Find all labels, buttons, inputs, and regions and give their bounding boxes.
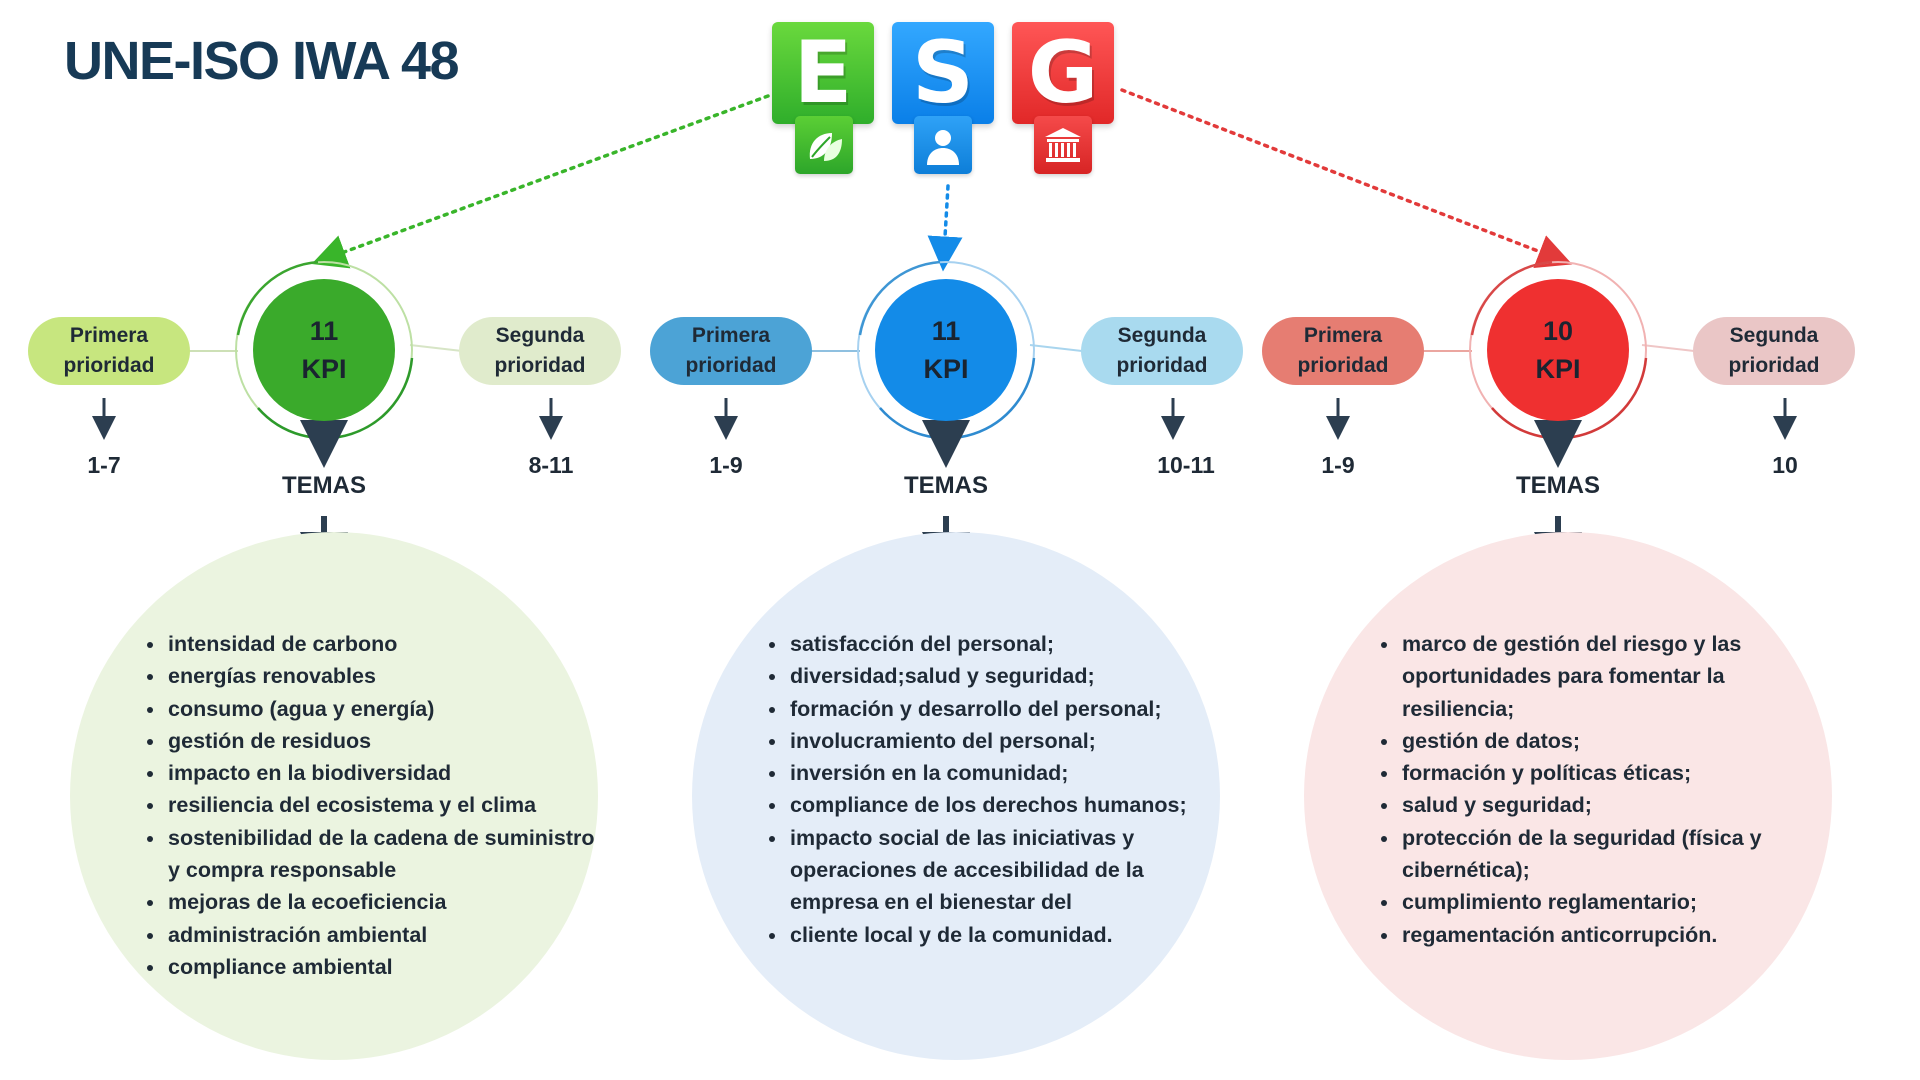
topic-list-environmental: intensidad de carbono energías renovable… — [140, 628, 606, 983]
topic-list-governance: marco de gestión del riesgo y las oportu… — [1374, 628, 1828, 951]
esg-letter-s: S — [892, 22, 994, 124]
second-priority-range-social: 10-11 — [1157, 452, 1215, 478]
first-priority-range-environmental: 1-7 — [87, 452, 121, 478]
topic-circle-governance — [1304, 532, 1832, 1060]
second-priority-pill-environmental: Segunda prioridad — [459, 317, 621, 385]
kpi-circle-environmental: 11 KPI — [253, 279, 395, 421]
topic-item: formación y políticas éticas; — [1400, 757, 1828, 789]
topic-item: administración ambiental — [166, 919, 606, 951]
topic-item: compliance de los derechos humanos; — [788, 789, 1236, 821]
topic-item: gestión de residuos — [166, 725, 606, 757]
government-building-icon — [1034, 116, 1092, 174]
topic-item: intensidad de carbono — [166, 628, 606, 660]
leaves-icon — [795, 116, 853, 174]
second-priority-range-environmental: 8-11 — [528, 452, 574, 478]
topic-item: impacto en la biodiversidad — [166, 757, 606, 789]
topic-item: inversión en la comunidad; — [788, 757, 1236, 789]
topic-item: cliente local y de la comunidad. — [788, 919, 1236, 951]
topic-item: involucramiento del personal; — [788, 725, 1236, 757]
dotted-arrow-governance — [1120, 88, 1573, 269]
topic-item: mejoras de la ecoeficiencia — [166, 886, 606, 918]
topic-item: gestión de datos; — [1400, 725, 1828, 757]
topic-item: resiliencia del ecosistema y el clima — [166, 789, 606, 821]
topic-item: formación y desarrollo del personal; — [788, 693, 1236, 725]
topic-item: salud y seguridad; — [1400, 789, 1828, 821]
first-priority-pill-governance: Primera prioridad — [1262, 317, 1424, 385]
topic-item: protección de la seguridad (física y cib… — [1400, 822, 1828, 887]
kpi-circle-social: 11 KPI — [875, 279, 1017, 421]
topic-item: marco de gestión del riesgo y las oportu… — [1400, 628, 1828, 725]
topic-item: impacto social de las iniciativas y oper… — [788, 822, 1236, 919]
first-priority-range-governance: 1-9 — [1321, 452, 1355, 478]
temas-label-environmental: TEMAS — [282, 472, 366, 499]
topic-item: diversidad;salud y seguridad; — [788, 660, 1236, 692]
second-priority-range-governance: 10 — [1772, 452, 1798, 478]
second-priority-pill-social: Segunda prioridad — [1081, 317, 1243, 385]
temas-label-social: TEMAS — [904, 472, 988, 499]
topic-circle-environmental — [70, 532, 598, 1060]
dotted-arrow-social — [927, 184, 963, 272]
esg-letter-g: G — [1012, 22, 1114, 124]
topic-list-social: satisfacción del personal; diversidad;sa… — [762, 628, 1236, 951]
person-icon — [914, 116, 972, 174]
topic-item: compliance ambiental — [166, 951, 606, 983]
first-priority-pill-environmental: Primera prioridad — [28, 317, 190, 385]
temas-label-governance: TEMAS — [1516, 472, 1600, 499]
topic-item: energías renovables — [166, 660, 606, 692]
page-title: UNE-ISO IWA 48 — [64, 31, 460, 91]
topic-item: consumo (agua y energía) — [166, 693, 606, 725]
dotted-arrow-environmental — [311, 94, 770, 269]
topic-item: regamentación anticorrupción. — [1400, 919, 1828, 951]
second-priority-pill-governance: Segunda prioridad — [1693, 317, 1855, 385]
esg-letter-e: E — [772, 22, 874, 124]
topic-item: satisfacción del personal; — [788, 628, 1236, 660]
topic-item: sostenibilidad de la cadena de suministr… — [166, 822, 606, 887]
first-priority-pill-social: Primera prioridad — [650, 317, 812, 385]
first-priority-range-social: 1-9 — [709, 452, 743, 478]
kpi-circle-governance: 10 KPI — [1487, 279, 1629, 421]
topic-circle-social — [692, 532, 1220, 1060]
topic-item: cumplimiento reglamentario; — [1400, 886, 1828, 918]
